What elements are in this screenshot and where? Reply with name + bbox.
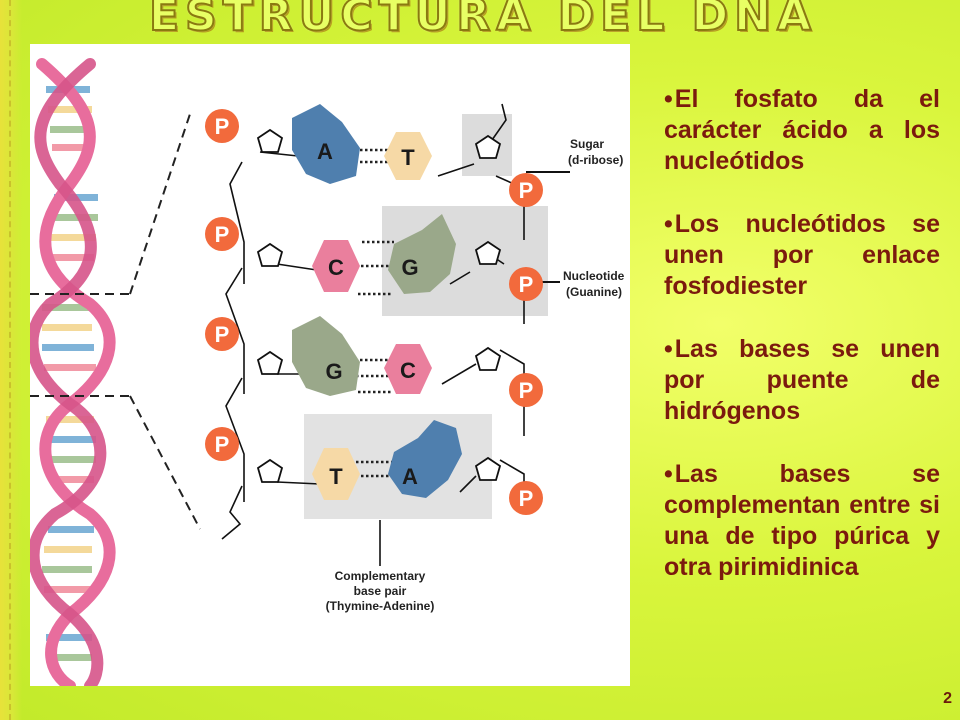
left-phosphates: P P P P [205, 109, 239, 461]
phosphate-label: P [519, 178, 534, 203]
rail-dash-line [9, 0, 11, 720]
base-guanine-row3: G [292, 316, 360, 396]
right-sugar-rings [474, 134, 502, 481]
nucleotide-sublabel: (Guanine) [566, 285, 622, 299]
bullet-item: •Las bases se complementan entre si una … [664, 460, 940, 581]
base-letter-a2: A [402, 464, 418, 489]
bullet-text: Las bases se complementan entre si una d… [664, 460, 940, 581]
base-pair-example: (Thymine-Adenine) [326, 599, 435, 613]
phosphate-label: P [215, 322, 230, 347]
base-cytosine-row3: C [384, 344, 432, 394]
helix-strand-two [30, 58, 107, 686]
double-helix-illustration [30, 58, 116, 686]
slide-title: ESTRUCTURA DEL DNA [148, 0, 817, 41]
dna-diagram: A T C G G C T A [30, 58, 625, 686]
bullet-text: Los nucleótidos se unen por enlace fosfo… [664, 210, 940, 300]
base-pair-label: Complementary [335, 569, 426, 583]
bullet-item: •El fosfato da el carácter ácido a los n… [664, 85, 940, 175]
phosphate-label: P [215, 432, 230, 457]
base-thymine-row4: T [312, 448, 360, 500]
phosphate-label: P [519, 486, 534, 511]
hydrogen-bonds [356, 148, 394, 478]
base-letter-t2: T [329, 464, 343, 489]
bullet-item: •Los nucleótidos se unen por enlace fosf… [664, 210, 940, 300]
base-cytosine-row2: C [312, 240, 360, 292]
page-number: 2 [943, 690, 952, 707]
bullet-text: El fosfato da el carácter ácido a los nu… [664, 85, 940, 175]
bullet-text: Las bases se unen por puente de hidrógen… [664, 335, 940, 425]
nucleotide-label: Nucleotide [563, 269, 625, 283]
phosphate-label: P [519, 378, 534, 403]
base-pair-sublabel: base pair [354, 584, 407, 598]
base-thymine-row1: T [384, 132, 432, 180]
base-letter-g1: G [401, 255, 418, 280]
right-phosphates: P P P P [509, 173, 543, 515]
left-decorative-rail [0, 0, 22, 720]
base-letter-a1: A [317, 139, 333, 164]
phosphate-label: P [215, 222, 230, 247]
base-letter-c1: C [328, 255, 344, 280]
dna-structure-figure: A T C G G C T A [30, 44, 630, 686]
sugar-label: Sugar [570, 137, 604, 151]
left-sugar-rings [256, 128, 284, 483]
base-letter-t1: T [401, 145, 415, 170]
base-letter-g2: G [325, 359, 342, 384]
helix-rungs [42, 86, 98, 661]
phosphate-label: P [519, 272, 534, 297]
base-adenine-row4: A [388, 420, 462, 498]
bullet-list: •El fosfato da el carácter ácido a los n… [664, 84, 940, 615]
base-guanine-row2: G [388, 214, 456, 294]
phosphate-label: P [215, 114, 230, 139]
base-letter-c2: C [400, 358, 416, 383]
base-adenine-row1: A [292, 104, 360, 184]
zoom-lines [30, 113, 201, 530]
bullet-item: •Las bases se unen por puente de hidróge… [664, 335, 940, 425]
sugar-sublabel: (d-ribose) [568, 153, 623, 167]
